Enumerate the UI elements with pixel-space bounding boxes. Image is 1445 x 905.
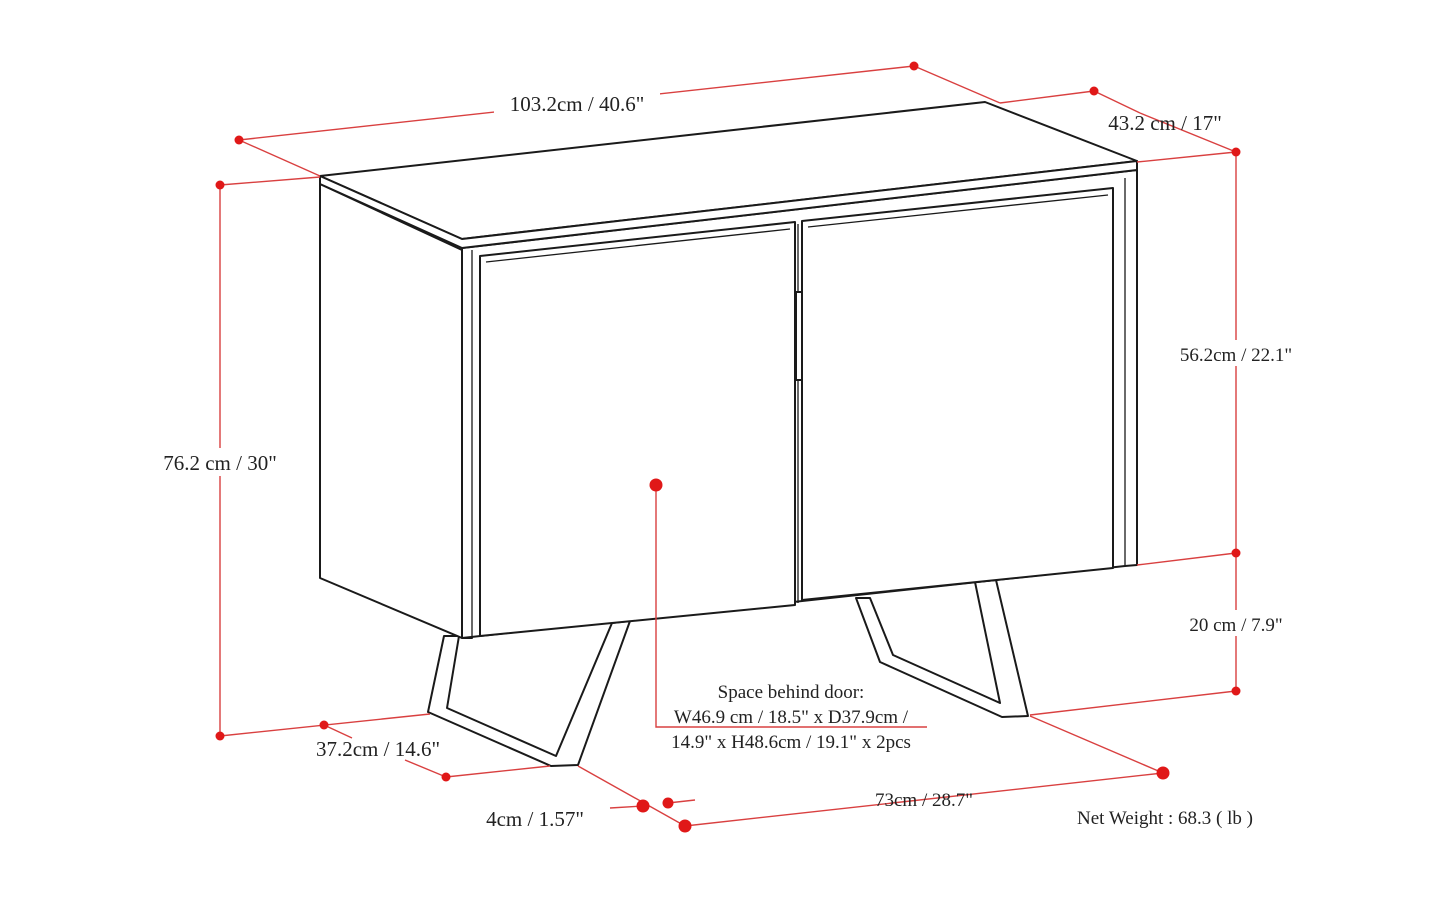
left-door (479, 221, 796, 637)
body-height-label: 56.2cm / 22.1" (1180, 345, 1292, 366)
leg-thickness-label: 4cm / 1.57" (486, 807, 584, 831)
sideboard-drawing (319, 101, 1138, 767)
width-label: 103.2cm / 40.6" (510, 92, 645, 116)
leg-height-label: 20 cm / 7.9" (1189, 615, 1282, 636)
interior-line-2: 14.9" x H48.6cm / 19.1" x 2pcs (671, 732, 911, 753)
right-door (801, 187, 1114, 601)
side-panel (319, 183, 473, 639)
left-leg (427, 620, 631, 767)
leg-span-label: 73cm / 28.7" (875, 790, 973, 811)
top-edge (319, 160, 1138, 249)
door-handle (795, 291, 803, 381)
interior-line-1: W46.9 cm / 18.5" x D37.9cm / (674, 707, 909, 728)
leg-depth-label: 37.2cm / 14.6" (316, 737, 440, 761)
dimension-dots (215, 61, 1241, 833)
total-height-label: 76.2 cm / 30" (163, 451, 277, 475)
right-leg (855, 579, 1029, 718)
net-weight-label: Net Weight : 68.3 ( lb ) (1077, 808, 1253, 829)
depth-label: 43.2 cm / 17" (1108, 111, 1222, 135)
interior-title: Space behind door: (718, 682, 865, 703)
